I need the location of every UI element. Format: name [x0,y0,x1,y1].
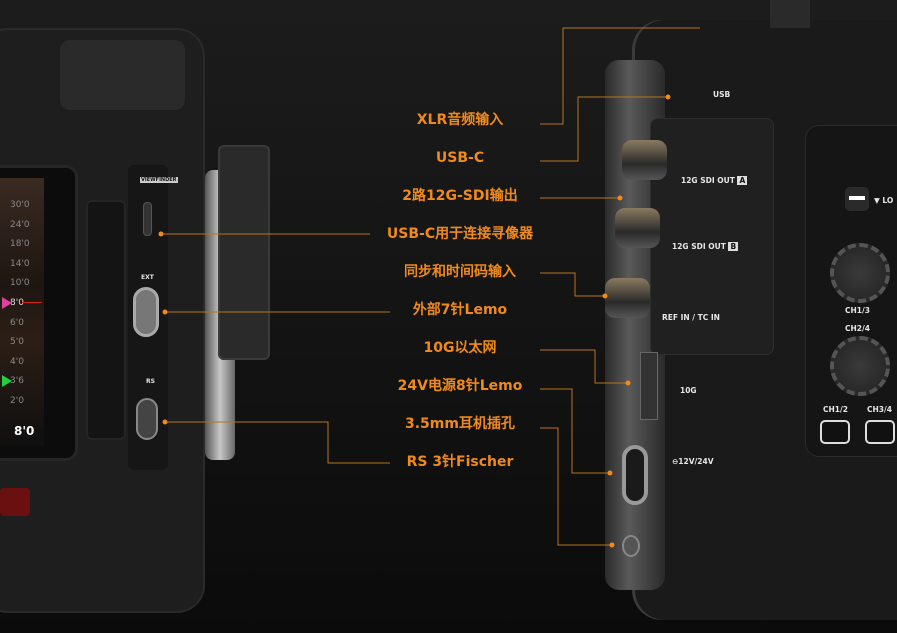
callout-headphone: 3.5mm耳机插孔 [405,416,515,432]
focus-tick: 30'0 [10,200,30,210]
leader-xlr [540,27,700,125]
callout-rs-fischer: RS 3针Fischer [406,454,514,470]
left-camera-top [60,40,185,110]
ch34-button[interactable] [865,420,895,444]
callout-24v-power: 24V电源8针Lemo [397,378,523,394]
callout-ext-lemo: 外部7针Lemo [412,302,508,318]
focus-readout: 8'0 [14,424,35,438]
focus-tick: 5'0 [10,337,24,347]
focus-tick: 10'0 [10,278,30,288]
btn1-label: CH1/2 [823,405,848,414]
lens-mount-lock [218,145,270,360]
lemo-7pin-port [133,287,159,337]
btn2-label: CH3/4 [867,405,892,414]
leader-rs [165,421,390,464]
bnc-connector-a [622,140,667,180]
sdi-out-a-label: 12G SDI OUT A [681,176,748,185]
leader-dot [602,293,608,299]
leader-ref [540,272,605,297]
ch13-gain-knob[interactable] [830,243,890,303]
knob1-label: CH1/3 [845,306,870,315]
leader-ethernet [540,349,628,384]
left-camera-screen [0,178,44,446]
fischer-3pin-port [136,398,158,440]
leader-usb [540,96,668,162]
callout-sdi-out: 2路12G-SDI输出 [402,188,518,204]
callout-10g-ethernet: 10G以太网 [423,340,497,356]
lock-label: ▼ LO [874,196,894,205]
usb-c-port [143,202,152,236]
ch12-button[interactable] [820,420,850,444]
headphone-jack [622,535,640,557]
leader-dot [665,94,671,100]
focus-tick: 6'0 [10,318,24,328]
leader-power [540,388,610,474]
ext-port-label: EXT [141,274,154,281]
callout-usb-c-viewfinder: USB-C用于连接寻像器 [386,226,534,242]
bnc-connector-ref [605,278,650,318]
leader-dot [617,195,623,201]
ref-in-label: REF IN / TC IN [662,313,720,322]
leader-headphone [540,427,612,546]
leader-dot [607,470,613,476]
callout-ref-tc-in: 同步和时间码输入 [404,264,516,280]
usb-port-label: USB [713,90,731,99]
sdi-a-badge: A [737,176,748,185]
lock-switch[interactable] [845,187,869,211]
focus-marker-b-icon [2,375,12,387]
callout-usb-c: USB-C [435,150,485,166]
rs-port-label: RS [146,378,155,385]
left-camera-grip-panel [86,200,126,440]
focus-tick: 4'0 [10,357,24,367]
focus-tick: 18'0 [10,239,30,249]
power-lemo-port [622,445,648,505]
focus-marker-a-icon [2,297,12,309]
leader-dot [162,419,168,425]
leader-dot [625,380,631,386]
viewfinder-port-label: VIEWFINDER [140,177,178,183]
leader-dot [609,542,615,548]
leader-dot [158,231,164,237]
ethernet-label: 10G [680,386,697,395]
focus-tick: 24'0 [10,220,30,230]
ch24-gain-knob[interactable] [830,336,890,396]
red-record-button [0,488,30,516]
focus-tick: 2'0 [10,396,24,406]
focus-tick: 14'0 [10,259,30,269]
sdi-b-badge: B [728,242,739,251]
knob2-label: CH2/4 [845,324,870,333]
leader-dot [162,309,168,315]
ethernet-port [640,352,658,420]
right-camera-top-handle [770,0,810,28]
callout-xlr-audio: XLR音频输入 [416,112,504,128]
bnc-connector-b [615,208,660,248]
focus-tick: 3'6 [10,376,24,386]
sdi-out-b-label: 12G SDI OUT B [672,242,739,251]
focus-line [22,302,42,303]
power-label: ⊖12V/24V [672,457,714,466]
sdi-panel [650,118,774,355]
focus-tick: 8'0 [10,298,24,308]
